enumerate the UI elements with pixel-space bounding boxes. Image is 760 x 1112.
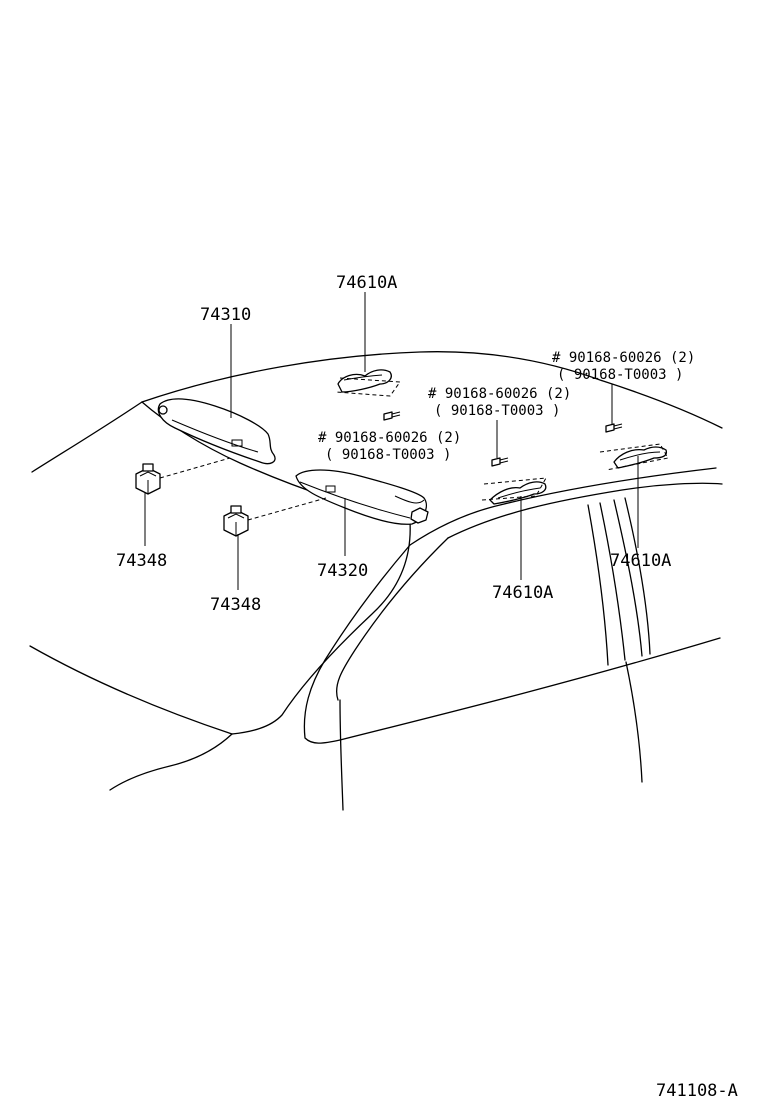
label-holder-right: 74348 xyxy=(210,595,261,615)
label-screw-1-primary: # 90168-60026 (2) xyxy=(318,430,461,446)
visor-holder-left[interactable] xyxy=(135,463,161,495)
label-grip-center: 74610A xyxy=(492,583,553,603)
label-grip-rear: 74610A xyxy=(610,551,671,571)
label-holder-left: 74348 xyxy=(116,551,167,571)
car-body-outline xyxy=(29,351,723,811)
leader-lines xyxy=(144,292,639,590)
label-screw-3-primary: # 90168-60026 (2) xyxy=(552,350,695,366)
drawing-number: 741108-A xyxy=(656,1081,738,1101)
assist-grip-front[interactable] xyxy=(335,369,401,397)
label-grip-front: 74610A xyxy=(336,273,397,293)
assist-grip-rear[interactable] xyxy=(599,443,669,471)
label-visor-left: 74310 xyxy=(200,305,251,325)
label-visor-right: 74320 xyxy=(317,561,368,581)
label-screw-1-alternate: ( 90168-T0003 ) xyxy=(325,447,451,463)
label-screw-3-alternate: ( 90168-T0003 ) xyxy=(557,367,683,383)
screw-icon xyxy=(491,457,509,467)
label-screw-2-alternate: ( 90168-T0003 ) xyxy=(434,403,560,419)
sun-visor-left[interactable] xyxy=(157,398,276,465)
screw-icon xyxy=(605,423,623,433)
screw-icon xyxy=(383,411,401,421)
sun-visor-right[interactable] xyxy=(295,469,429,525)
assist-grip-center[interactable] xyxy=(481,477,547,505)
visor-holder-right[interactable] xyxy=(223,505,249,537)
label-screw-2-primary: # 90168-60026 (2) xyxy=(428,386,571,402)
